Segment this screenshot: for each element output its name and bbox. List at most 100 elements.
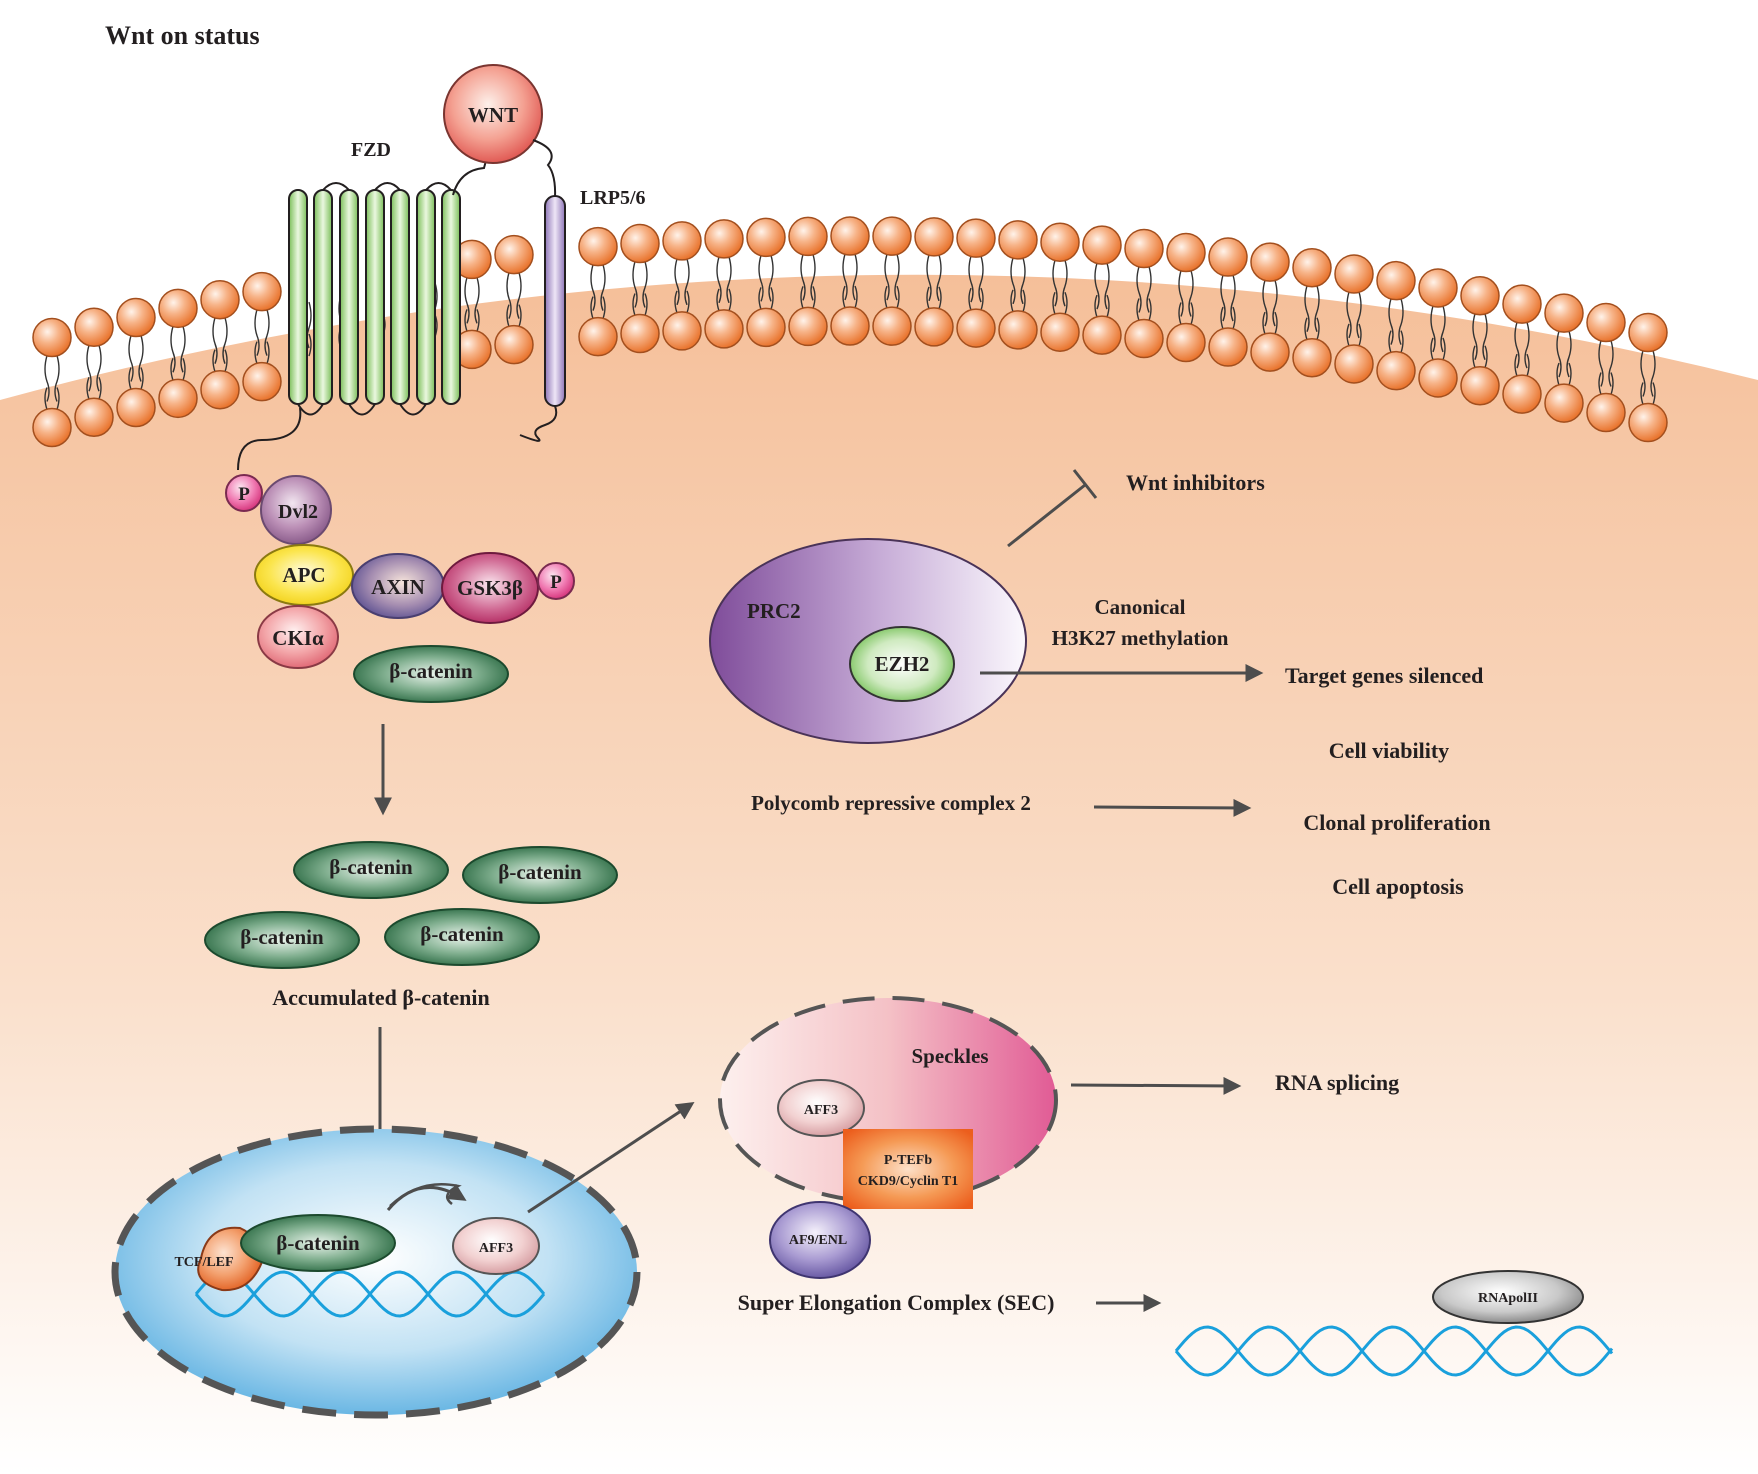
accumulated-caption: Accumulated β-catenin [272,985,490,1010]
tcf-lef-label: TCF/LEF [174,1255,233,1270]
lipid-head [1376,350,1416,391]
fzd-helix [365,189,385,405]
lipid-head [872,306,912,346]
fzd-label: FZD [351,139,391,161]
lipid-head [704,219,744,259]
lipid-head [1628,402,1668,443]
beta-catenin-1 [293,841,449,899]
lipid-head [1628,312,1668,353]
lipid-head [200,279,240,320]
lipid-head [1124,228,1164,269]
axin-label: AXIN [371,575,425,599]
lipid-head [116,387,156,428]
lipid-head [746,217,786,258]
lipid-head [1166,232,1206,273]
lipid-head [1502,284,1542,324]
lipid-head [1208,237,1248,277]
rna-polymerase [1432,1270,1584,1324]
lipid-head [788,306,828,347]
phospho-dvl2 [225,474,263,512]
lipid-head [494,234,534,275]
lipid-head [662,221,702,261]
arrow-to-speckles [527,1102,695,1214]
beta-catenin-complex-label: β-catenin [389,659,473,683]
fzd-helix [313,189,333,405]
nuclear-aff3 [452,1217,540,1275]
rna-polymerase-label: RNApolII [1478,1291,1538,1306]
ptefb-complex [843,1129,973,1209]
lipid-head [200,369,240,410]
lipid-bilayer [32,216,1668,448]
wnt-inhibitors-label: Wnt inhibitors [1126,470,1265,495]
figure-title: Wnt on status [105,21,260,50]
outcome-proliferation: Clonal proliferation [1303,810,1490,835]
lipid-head [1334,344,1374,384]
lipid-head [1586,392,1626,433]
lipid-head [158,378,198,419]
lipid-head [242,361,282,402]
speckle-aff3-label: AFF3 [804,1103,838,1118]
lipid-head [746,307,786,348]
af9-enl-label: AF9/ENL [789,1233,847,1248]
speckles-label: Speckles [911,1044,988,1068]
beta-catenin-4-label: β-catenin [420,922,504,946]
lipid-head [998,220,1038,260]
ezh2-label: EZH2 [875,652,930,676]
transcription-dna [1174,1325,1614,1377]
beta-catenin-3-label: β-catenin [240,925,324,949]
inhibition-line [1007,483,1086,548]
lipid-head [1124,318,1164,359]
ptefb-label-2: CKD9/Cyclin T1 [858,1174,958,1189]
methylation-label-1: Canonical [1094,595,1185,619]
fzd-helix [390,189,410,405]
arrow-to-aff3 [386,1183,467,1211]
cki-label: CKIα [272,626,324,650]
fzd-receptor [237,99,495,471]
prc2-name-label: Polycomb repressive complex 2 [751,791,1031,815]
dvl2-label: Dvl2 [278,501,318,523]
beta-catenin-2-label: β-catenin [498,860,582,884]
lrp-receptor [544,195,566,407]
lipid-head [32,317,72,358]
lipid-head [1040,222,1080,262]
beta-catenin-complex [353,645,509,703]
lipid-head [1082,225,1122,265]
transcription-dna-strand [1174,1325,1614,1377]
lrp-label: LRP5/6 [580,187,646,209]
outcome-apoptosis: Cell apoptosis [1332,874,1464,899]
nuclear-beta-catenin [240,1214,396,1272]
lipid-head [1460,366,1500,406]
target-silenced-label: Target genes silenced [1285,663,1483,688]
destruction-complex: Dvl2 P APC AXIN GSK3β P CKIα β-catenin [225,474,575,703]
lipid-head [578,226,618,267]
sec-name-label: Super Elongation Complex (SEC) [738,1290,1055,1315]
nuclear-beta-catenin-label: β-catenin [276,1231,360,1255]
rna-splicing-label: RNA splicing [1275,1070,1399,1095]
lipid-head [1166,322,1206,363]
lipid-head [1040,312,1080,352]
beta-catenin-2 [462,846,618,904]
phospho-dvl2-label: P [238,484,250,505]
wnt-label: WNT [468,103,518,127]
inhibition-bar [1072,469,1098,499]
accumulated-beta-catenin: β-catenin β-catenin β-catenin β-catenin [204,841,618,969]
fzd-helix [288,189,308,405]
lipid-head [578,316,618,357]
lipid-head [1544,383,1584,423]
arrow-to-outcomes [1093,798,1252,817]
lipid-head [956,218,996,258]
lipid-head [74,397,114,437]
fzd-helix [441,189,461,405]
lipid-head [1586,302,1626,343]
af9-enl-protein [769,1201,871,1279]
outcome-viability: Cell viability [1329,738,1449,763]
lipid-head [1082,315,1122,355]
fzd-helix [416,189,436,405]
speckle-aff3 [777,1079,865,1137]
lipid-head [704,309,744,349]
gsk3b-protein [441,552,539,624]
lipid-head [158,288,198,329]
ezh2-protein [849,626,955,702]
beta-catenin-1-label: β-catenin [329,855,413,879]
